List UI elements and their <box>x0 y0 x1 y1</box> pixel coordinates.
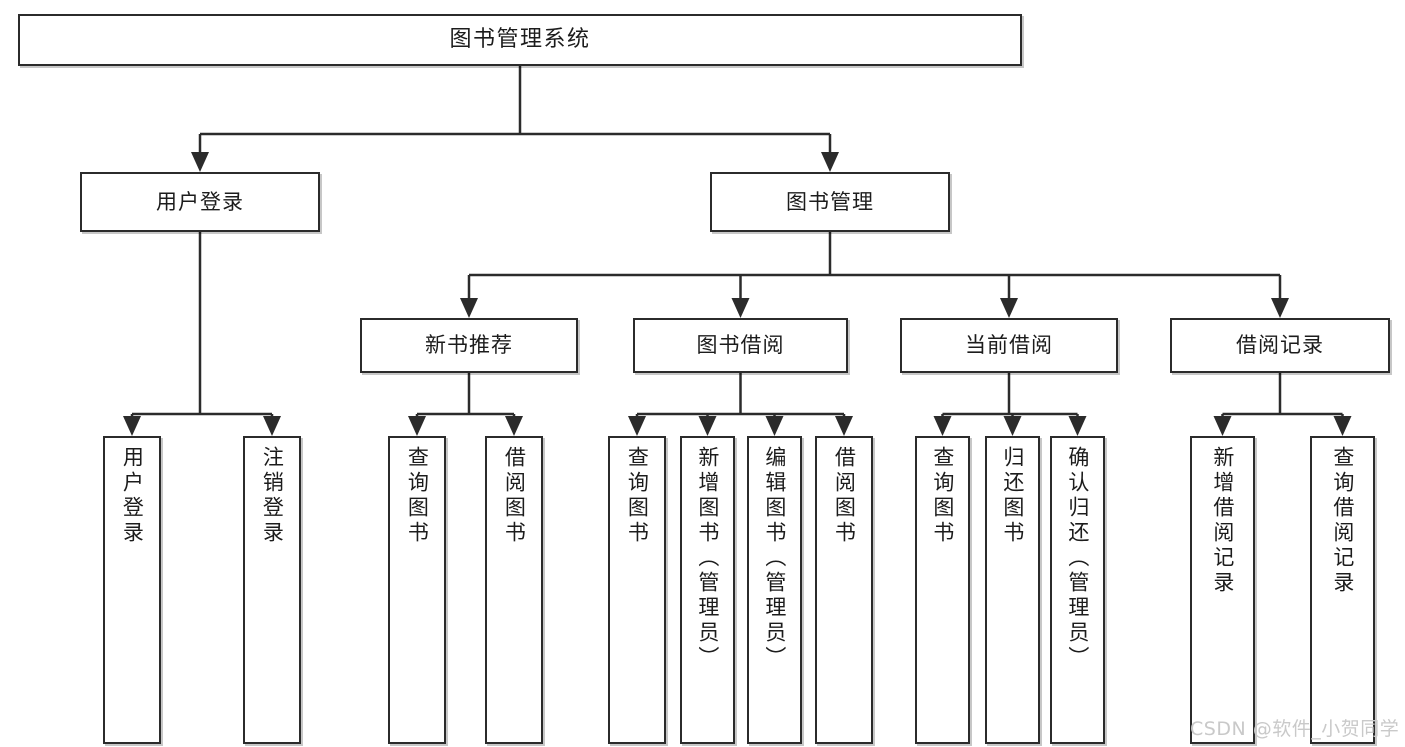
leaf-new-query-book-label: 查询图书 <box>405 446 430 546</box>
node-borrow-record-label: 借阅记录 <box>1236 333 1324 358</box>
node-user-login-module[interactable]: 用户登录 <box>80 172 320 232</box>
leaf-borrow-query-book-label: 查询图书 <box>625 446 650 546</box>
leaf-borrow-add-book[interactable]: 新增图书（管理员） <box>680 436 735 744</box>
leaf-current-query-book-label: 查询图书 <box>930 446 955 546</box>
node-root[interactable]: 图书管理系统 <box>18 14 1022 66</box>
leaf-borrow-add-book-label: 新增图书（管理员） <box>695 446 720 671</box>
leaf-record-query-label: 查询借阅记录 <box>1330 446 1355 596</box>
node-borrow-record[interactable]: 借阅记录 <box>1170 318 1390 373</box>
node-book-management-module[interactable]: 图书管理 <box>710 172 950 232</box>
leaf-borrow-edit-book[interactable]: 编辑图书（管理员） <box>747 436 802 744</box>
leaf-current-query-book[interactable]: 查询图书 <box>915 436 970 744</box>
leaf-new-borrow-book-label: 借阅图书 <box>502 446 527 546</box>
node-current-borrow-label: 当前借阅 <box>965 333 1053 358</box>
node-new-book-recommend-label: 新书推荐 <box>425 333 513 358</box>
node-book-borrow[interactable]: 图书借阅 <box>633 318 848 373</box>
leaf-user-login-label: 用户登录 <box>120 446 145 546</box>
leaf-user-logout[interactable]: 注销登录 <box>243 436 301 744</box>
leaf-new-borrow-book[interactable]: 借阅图书 <box>485 436 543 744</box>
leaf-current-confirm-return[interactable]: 确认归还（管理员） <box>1050 436 1105 744</box>
leaf-record-query[interactable]: 查询借阅记录 <box>1310 436 1375 744</box>
leaf-user-logout-label: 注销登录 <box>260 446 285 546</box>
leaf-borrow-edit-book-label: 编辑图书（管理员） <box>762 446 787 671</box>
leaf-current-confirm-return-label: 确认归还（管理员） <box>1065 446 1090 671</box>
leaf-borrow-borrow-book[interactable]: 借阅图书 <box>815 436 873 744</box>
leaf-record-add-label: 新增借阅记录 <box>1210 446 1235 596</box>
leaf-borrow-query-book[interactable]: 查询图书 <box>608 436 666 744</box>
leaf-current-return-book[interactable]: 归还图书 <box>985 436 1040 744</box>
node-book-management-module-label: 图书管理 <box>786 189 874 214</box>
leaf-borrow-borrow-book-label: 借阅图书 <box>832 446 857 546</box>
node-root-label: 图书管理系统 <box>449 27 591 53</box>
watermark-text: CSDN @软件_小贺同学 <box>1190 718 1400 740</box>
node-book-borrow-label: 图书借阅 <box>696 333 785 358</box>
leaf-record-add[interactable]: 新增借阅记录 <box>1190 436 1255 744</box>
leaf-current-return-book-label: 归还图书 <box>1000 446 1025 546</box>
leaf-user-login[interactable]: 用户登录 <box>103 436 161 744</box>
leaf-new-query-book[interactable]: 查询图书 <box>388 436 446 744</box>
node-new-book-recommend[interactable]: 新书推荐 <box>360 318 578 373</box>
node-current-borrow[interactable]: 当前借阅 <box>900 318 1118 373</box>
node-user-login-module-label: 用户登录 <box>156 189 244 214</box>
